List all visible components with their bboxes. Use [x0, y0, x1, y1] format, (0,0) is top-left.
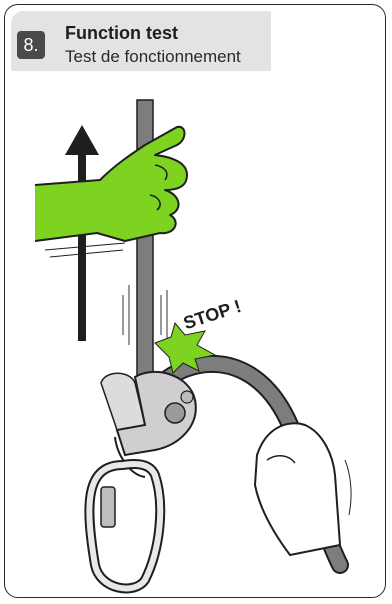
- stop-label: STOP !: [181, 296, 244, 333]
- carabiner: [89, 464, 160, 588]
- carabiner-lock-sleeve: [101, 487, 115, 527]
- hand-icon: [35, 127, 187, 257]
- instruction-panel: 8. Function test Test de fonctionnement: [4, 4, 386, 598]
- function-test-illustration: STOP !: [5, 5, 386, 598]
- right-hand: [255, 423, 351, 555]
